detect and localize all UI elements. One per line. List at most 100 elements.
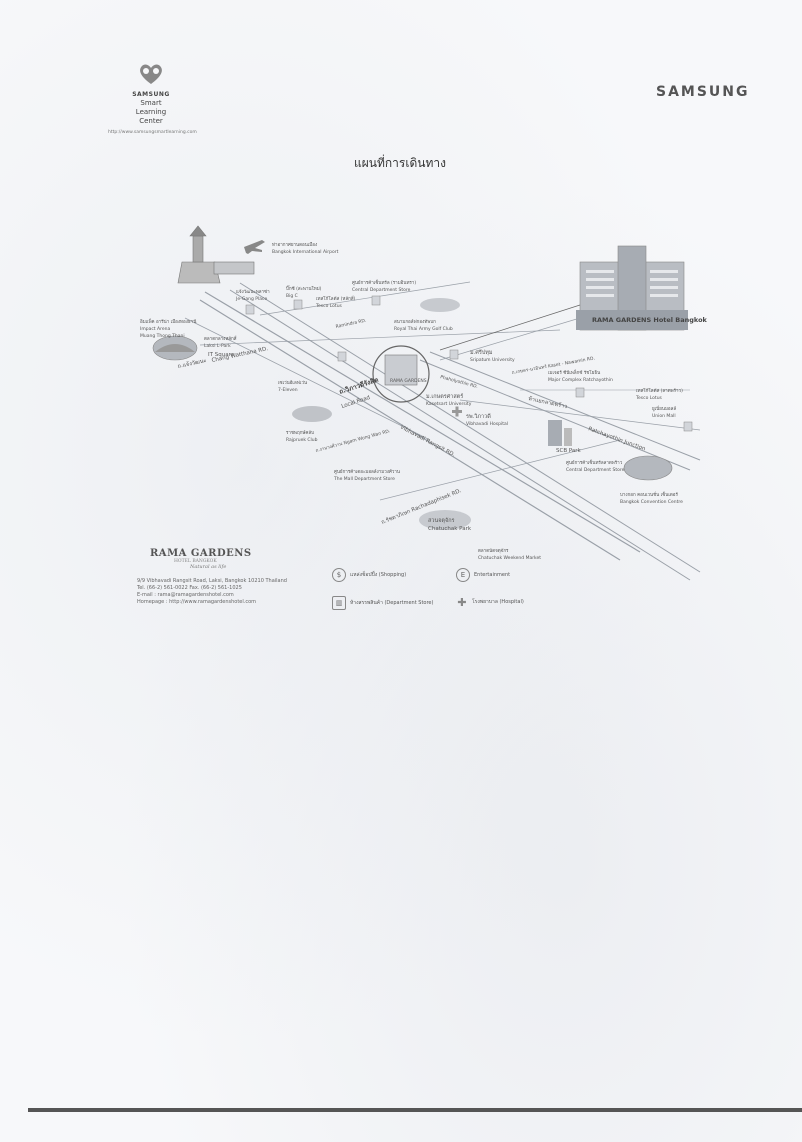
samsung-wordmark: SAMSUNG	[656, 84, 750, 100]
place-label: สวนจตุจักร	[428, 517, 455, 524]
place-label: Je-Gang Place	[235, 296, 267, 302]
place-label: เทสโก้โลตัส (หลักสี่)	[316, 295, 356, 302]
road-label: ถ.งามวงศ์วาน Ngam Wong Wan RD.	[315, 427, 391, 454]
place-label: The Mall Department Store	[333, 476, 395, 482]
road-label: Ratchayothin Junction	[587, 426, 646, 452]
rajpruek-club-icon	[292, 406, 332, 422]
place-label: Kasetsart University	[426, 401, 472, 407]
legend-hospital: ✚ โรงพยาบาล (Hospital)	[456, 595, 524, 609]
travel-map: RAMA GARDENS Hotel Bangkok RAMA GARDENS	[140, 225, 708, 581]
place-label: สนามกอล์ฟกองทัพบก	[394, 318, 436, 325]
legend-label: แหล่งช็อปปิ้ง (Shopping)	[350, 572, 407, 578]
hotel-contact-block: 9/9 Vibhavadi Rangsit Road, Laksi, Bangk…	[137, 578, 287, 606]
airplane-icon	[244, 240, 265, 254]
place-label: Laksi L-Park	[204, 343, 231, 349]
hotel-location-marker: RAMA GARDENS	[372, 345, 430, 403]
page-title: แผนที่การเดินทาง	[354, 156, 446, 170]
place-label: Sripatum University	[470, 357, 515, 363]
place-label: เทสโก้โลตัส (ลาดพร้าว)	[636, 387, 683, 394]
legend-label: ห้างสรรพสินค้า (Department Store)	[350, 600, 434, 606]
hotel-name: RAMA GARDENS	[150, 548, 252, 559]
logo-brand: SAMSUNG	[132, 91, 170, 98]
airport-tower-icon	[177, 225, 255, 284]
hotel-banner-label: RAMA GARDENS Hotel Bangkok	[592, 316, 708, 324]
logo-line-1: Smart	[140, 99, 162, 107]
road-label: Ramindra RD.	[335, 318, 367, 330]
place-label: Rajpruek Club	[286, 437, 318, 443]
hotel-roof-label: RAMA GARDENS	[390, 378, 427, 384]
place-label: เมเจอร์ ซีนีเพล็กซ์ รัชโยธิน	[548, 368, 600, 376]
scb-park-icon	[548, 420, 572, 446]
hotel-tagline: Natural as life	[190, 564, 227, 570]
road-label: ห้าแยกลาดพร้าว	[528, 395, 568, 410]
hotel-sub: HOTEL BANGKOK	[174, 559, 217, 564]
impact-arena-icon	[152, 335, 198, 361]
convention-centre-icon	[623, 455, 673, 481]
place-label: Muang Thong Thani	[140, 333, 185, 339]
place-label: SCB Park	[556, 448, 582, 454]
hotel-logo: RAMA GARDENS HOTEL BANGKOK Natural as li…	[150, 548, 252, 570]
samsung-smart-learning-logo: SAMSUNG Smart Learning Center http://www…	[108, 62, 197, 135]
logo-line-3: Center	[139, 117, 163, 125]
road-label: Phaholyothin RD.	[439, 374, 478, 390]
place-label: บิ๊กซี (สะพานใหม่)	[286, 285, 322, 292]
place-label: Central Department Store	[566, 467, 625, 473]
map-roads	[184, 281, 701, 581]
place-label: ท่าอากาศยานดอนเมือง	[272, 241, 317, 248]
place-label: Tesco Lotus	[635, 395, 663, 401]
department-store-icon: ▥	[332, 596, 346, 610]
place-label: Major Complex Ratchayothin	[548, 377, 613, 383]
hotel-callout-line	[439, 304, 581, 351]
place-label: Impact Arena	[140, 326, 170, 332]
legend-label: โรงพยาบาล (Hospital)	[472, 599, 524, 605]
heart-hands-icon	[140, 64, 162, 84]
chatuchak-park-icon	[419, 510, 471, 530]
place-label: ราชพฤกษ์คลับ	[286, 429, 314, 436]
place-label: Union Mall	[652, 413, 676, 419]
place-label: Big C	[286, 293, 298, 299]
place-label: Bangkok International Airport	[272, 249, 339, 255]
place-label: Vibhavadi Hospital	[466, 421, 508, 427]
logo-line-2: Learning	[135, 108, 167, 116]
place-label: Chatuchak Park	[428, 526, 472, 532]
legend-shopping: $ แหล่งช็อปปิ้ง (Shopping)	[332, 568, 406, 582]
place-label: Chatuchak Weekend Market	[478, 555, 541, 561]
place-label: Royal Thai Army Golf Club	[394, 326, 453, 332]
map-legend: $ แหล่งช็อปปิ้ง (Shopping) E Entertainme…	[332, 568, 562, 618]
place-label: IT Square	[208, 352, 235, 358]
place-label: ม.เกษตรศาสตร์	[426, 393, 463, 400]
legend-label: Entertainment	[474, 572, 511, 578]
golf-club-icon	[420, 298, 460, 312]
place-label: ยูเนี่ยนมอลล์	[652, 405, 676, 412]
place-label: ม.ศรีปทุม	[470, 349, 493, 356]
place-label: 7-Eleven	[278, 387, 298, 393]
place-label: ศูนย์การค้าเซ็นทรัลลาดพร้าว	[566, 458, 623, 466]
place-label: แจ้งวัฒนะพลาซ่า	[236, 289, 270, 295]
hotel-address: 9/9 Vibhavadi Rangsit Road, Laksi, Bangk…	[137, 578, 287, 584]
place-label: Bangkok Convention Centre	[620, 499, 683, 505]
bottom-rule	[28, 1108, 802, 1112]
hotel-phone: Tel. (66-2) 561-0022 Fax. (66-2) 561-102…	[137, 585, 242, 591]
department-store-icons	[245, 295, 693, 432]
place-label: รพ.วิภาวดี	[466, 413, 491, 420]
place-label: Tesco Lotus	[315, 303, 343, 309]
place-label: อิมแพ็ค อารีน่า เมืองทองธานี	[140, 317, 197, 325]
hotel-email: E-mail : rama@ramagardenshotel.com	[137, 592, 234, 598]
hotel-homepage: Homepage : http://www.ramagardenshotel.c…	[137, 599, 257, 605]
place-label: Central Department Store	[352, 287, 411, 293]
place-label: ศูนย์การค้าเดอะมอลล์งามวงศ์วาน	[334, 468, 400, 475]
place-label: ตลาดกลางหลักสี่	[204, 335, 237, 342]
hotel-building-icon	[576, 245, 688, 331]
legend-entertainment: E Entertainment	[456, 568, 510, 582]
entertainment-icon: E	[456, 568, 470, 582]
place-label: บางกอก คอนเวนชั่น เซ็นเตอร์	[620, 490, 678, 498]
place-label: ศูนย์การค้าเซ็นทรัล (รามอินทรา)	[352, 278, 416, 286]
hospital-icon: ✚	[457, 595, 467, 609]
hospital-cross-icon	[452, 406, 462, 417]
place-label: เซเว่นอีเลฟเว่น	[278, 380, 307, 386]
place-label: ตลาดนัดจตุจักร	[478, 548, 509, 554]
shopping-icon: $	[332, 568, 346, 582]
logo-url: http://www.samsungsmartlearning.com	[108, 130, 197, 135]
legend-department-store: ▥ ห้างสรรพสินค้า (Department Store)	[332, 596, 433, 610]
